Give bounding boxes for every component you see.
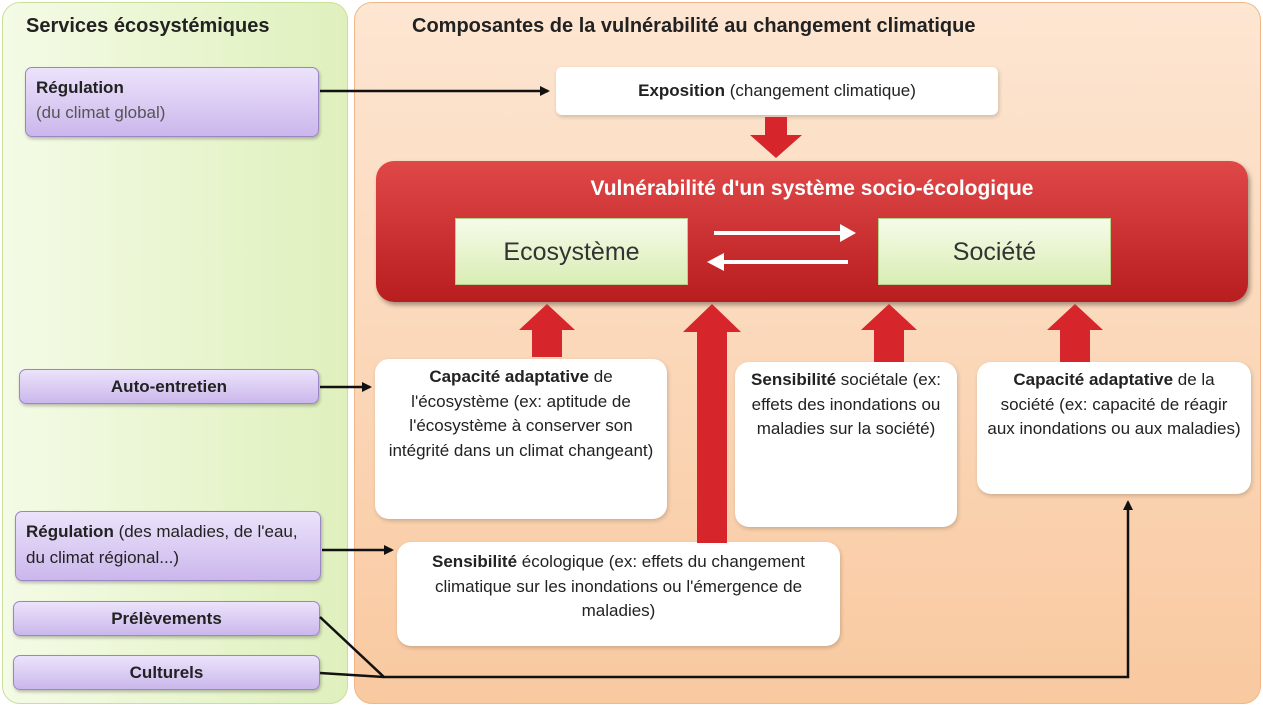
exposition-box: Exposition (changement climatique) <box>556 67 998 115</box>
capacite-eco-label: Capacité adaptative <box>429 367 590 386</box>
service-prelevements: Prélèvements <box>13 601 320 636</box>
service-regulation-global-label: Régulation <box>36 78 124 97</box>
service-prelevements-label: Prélèvements <box>111 609 222 628</box>
service-culturels-label: Culturels <box>129 663 204 682</box>
service-auto-entretien: Auto-entretien <box>19 369 319 404</box>
prelevements-culturels-to-capacite-soc-arrow <box>319 500 1133 679</box>
capacite-adaptative-societe-box: Capacité adaptative de la société (ex: c… <box>977 362 1251 494</box>
societe-box: Société <box>878 218 1111 285</box>
sensibilite-eco-detail: écologique (ex: effets du changement cli… <box>434 552 805 621</box>
capacite-eco-to-vulnerability-arrow <box>519 304 575 357</box>
sensibilite-eco-label: Sensibilité <box>432 552 518 571</box>
ecosysteme-box: Ecosystème <box>455 218 688 285</box>
service-regulation-regional-detail: (des maladies, de l'eau, du climat régio… <box>26 522 298 567</box>
capacite-soc-detail: de la société (ex: capacité de réagir au… <box>987 370 1241 439</box>
left-panel-heading: Services écosystémiques <box>26 15 270 37</box>
sensibilite-societale-box: Sensibilité sociétale (ex: effets des in… <box>735 362 957 527</box>
sensibilite-soc-label: Sensibilité <box>751 370 837 389</box>
sensibilite-soc-detail: sociétale (ex: effets des inondations ou… <box>751 370 941 439</box>
capacite-soc-to-vulnerability-arrow <box>1047 304 1103 362</box>
capacite-soc-label: Capacité adaptative <box>1013 370 1174 389</box>
service-auto-entretien-label: Auto-entretien <box>110 377 228 396</box>
vulnerability-title: Vulnérabilité d'un système socio-écologi… <box>590 177 1034 200</box>
right-panel-heading: Composantes de la vulnérabilité au chang… <box>412 15 976 37</box>
culturels-connector-line <box>319 671 385 679</box>
exposition-label: Exposition <box>638 81 726 100</box>
exposition-to-vulnerability-arrow <box>750 117 802 158</box>
service-regulation-global: Régulation (du climat global) <box>25 67 319 137</box>
sensibilite-eco-to-vulnerability-arrow <box>683 304 741 543</box>
service-regulation-global-sub: (du climat global) <box>36 102 166 122</box>
exchange-arrow-right <box>714 224 856 242</box>
sensibilite-ecologique-box: Sensibilité écologique (ex: effets du ch… <box>397 542 840 646</box>
service-culturels: Culturels <box>13 655 320 690</box>
service-regulation-regional-label: Régulation <box>26 522 114 541</box>
sensibilite-soc-to-vulnerability-arrow <box>861 304 917 362</box>
exposition-detail: (changement climatique) <box>725 81 916 100</box>
service-regulation-regional: Régulation (des maladies, de l'eau, du c… <box>15 511 321 581</box>
exchange-arrow-left <box>707 253 848 271</box>
capacite-eco-detail: de l'écosystème (ex: aptitude de l'écosy… <box>388 367 654 460</box>
capacite-adaptative-ecosysteme-box: Capacité adaptative de l'écosystème (ex:… <box>375 359 667 519</box>
